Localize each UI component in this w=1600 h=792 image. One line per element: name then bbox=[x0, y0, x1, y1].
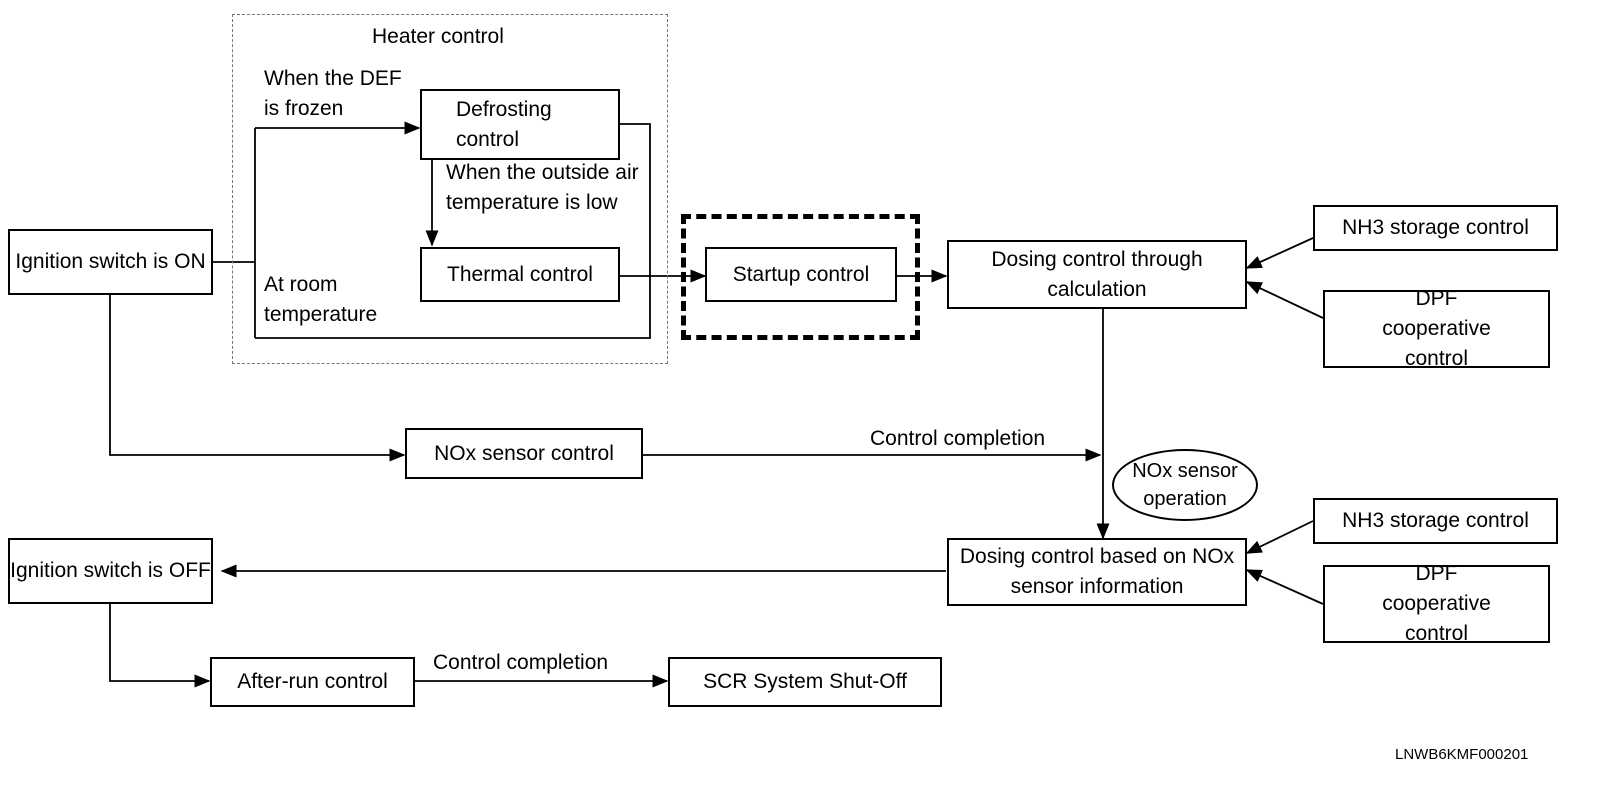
edge-room-temp-path bbox=[255, 123, 651, 339]
control-completion-label-1: Control completion bbox=[870, 427, 1046, 450]
control-completion-label-2: Control completion bbox=[433, 651, 609, 674]
edge-dpf-1-to-dosing bbox=[1245, 281, 1324, 319]
room-temperature-label: At room temperature bbox=[264, 273, 378, 326]
thermal-control-node: Thermal control bbox=[420, 247, 620, 302]
dpf-cooperative-control-2: DPF cooperative control bbox=[1323, 562, 1550, 645]
dosing-calc-node: Dosing control through calculation bbox=[947, 240, 1247, 309]
heater-control-region bbox=[232, 14, 668, 364]
startup-control-node: Startup control bbox=[705, 247, 897, 302]
nox-sensor-control-node: NOx sensor control bbox=[405, 428, 643, 479]
edge-nh3-2-to-dosing bbox=[1245, 520, 1314, 554]
ignition-on-node: Ignition switch is ON bbox=[8, 229, 213, 295]
edge-dpf-2-to-dosing bbox=[1245, 569, 1324, 605]
ignition-off-node: Ignition switch is OFF bbox=[8, 538, 213, 604]
scr-shutoff-node: SCR System Shut-Off bbox=[668, 657, 942, 707]
edge-ignitionoff-to-afterrun bbox=[109, 604, 211, 688]
edge-nh3-1-to-dosing bbox=[1245, 237, 1314, 269]
nox-sensor-operation-oval: NOx sensor operation bbox=[1112, 449, 1258, 521]
startup-highlight-frame bbox=[681, 214, 920, 340]
outside-air-low-label: When the outside air temperature is low bbox=[446, 161, 639, 214]
after-run-control-node: After-run control bbox=[210, 657, 415, 707]
dosing-nox-node: Dosing control based on NOx sensor infor… bbox=[947, 538, 1247, 606]
dpf-cooperative-control-1: DPF cooperative control bbox=[1323, 287, 1550, 370]
heater-control-label: Heater control bbox=[372, 25, 504, 48]
figure-code: LNWB6KMF000201 bbox=[1395, 746, 1529, 763]
nh3-storage-control-1: NH3 storage control bbox=[1313, 205, 1558, 251]
nh3-storage-control-2: NH3 storage control bbox=[1313, 498, 1558, 544]
defrosting-control-node: Defrosting control bbox=[420, 89, 620, 160]
def-frozen-label: When the DEF is frozen bbox=[264, 67, 402, 120]
edge-ignition-to-nox bbox=[109, 295, 406, 462]
